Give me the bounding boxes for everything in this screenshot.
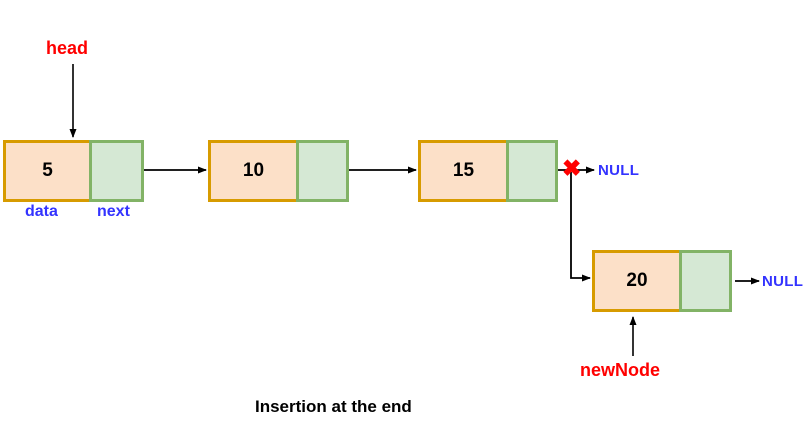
link-arrow-node3-newnode (570, 172, 591, 282)
newnode-pointer-label: newNode (580, 360, 661, 380)
node-data-cell: 20 (592, 250, 679, 312)
diagram-caption: Insertion at the end (255, 397, 412, 416)
list-node-20[interactable]: 20 (592, 250, 732, 312)
broken-link-x-icon: ✖ (562, 155, 582, 181)
node-next-cell (506, 140, 558, 202)
list-node-10[interactable]: 10 (208, 140, 349, 202)
node-data-cell: 15 (418, 140, 506, 202)
list-node-15[interactable]: 15 (418, 140, 558, 202)
data-field-label: data (25, 203, 58, 220)
node-next-cell (679, 250, 732, 312)
list-node-5[interactable]: 5 (3, 140, 144, 202)
node-data-cell: 10 (208, 140, 296, 202)
null-terminator-new: NULL (762, 273, 804, 290)
node-next-cell (296, 140, 349, 202)
null-terminator-old: NULL (598, 162, 640, 179)
head-pointer-label: head (46, 38, 89, 58)
node-next-cell (89, 140, 144, 202)
node-data-cell: 5 (3, 140, 89, 202)
next-field-label: next (97, 203, 130, 220)
